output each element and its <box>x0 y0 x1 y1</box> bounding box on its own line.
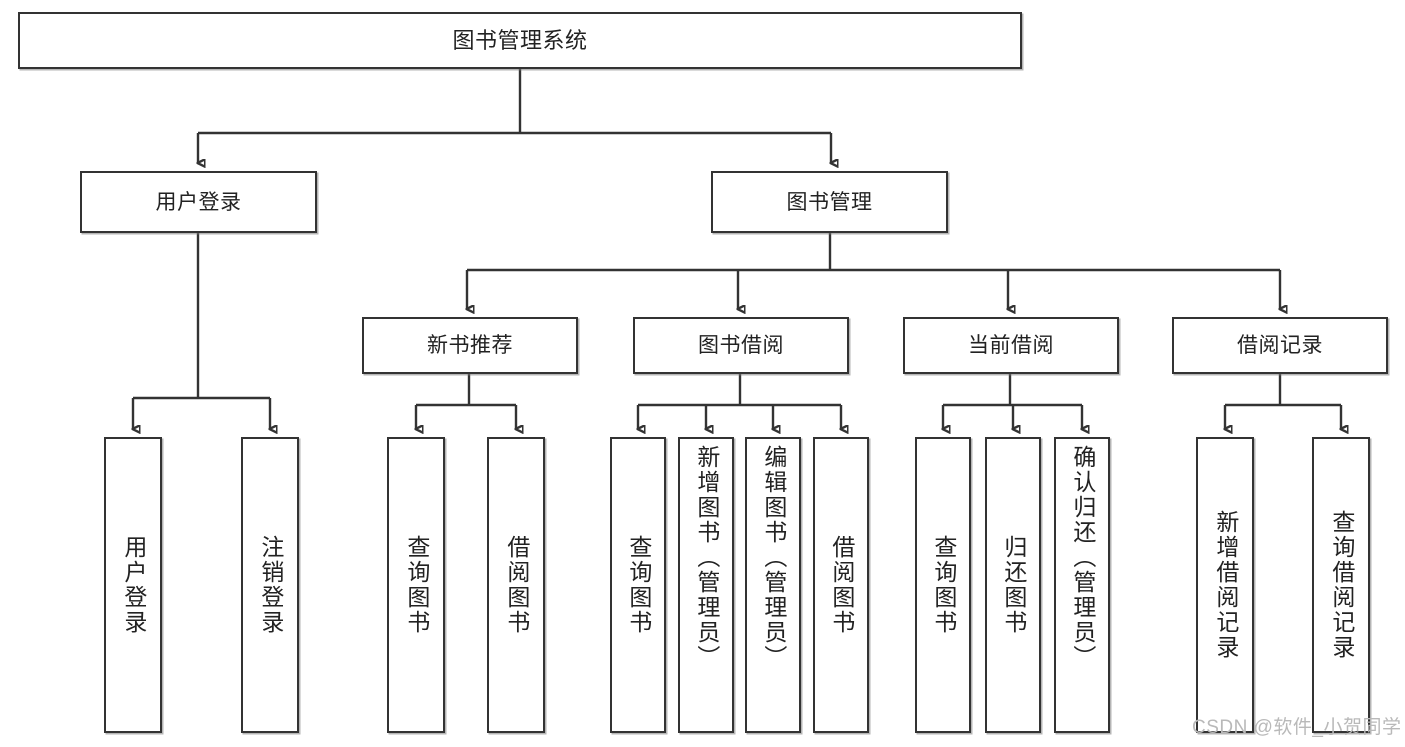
node-leaf-borrow-book[interactable]: 借阅图书 <box>813 437 869 733</box>
node-label-borrow-record: 借阅记录 <box>1237 334 1323 357</box>
node-leaf-query-book-borrow[interactable]: 查询图书 <box>610 437 666 733</box>
csdn-watermark: CSDN @软件_小贺同学 <box>1192 717 1402 738</box>
node-label-leaf-return-book: 归还图书 <box>1000 535 1027 635</box>
node-label-leaf-add-borrow-record: 新增借阅记录 <box>1212 510 1239 660</box>
node-label-leaf-logout: 注销登录 <box>257 535 284 635</box>
node-leaf-query-book-rec[interactable]: 查询图书 <box>387 437 445 733</box>
node-current-borrow[interactable]: 当前借阅 <box>903 317 1119 374</box>
node-label-leaf-edit-book-admin: 编辑图书（管理员） <box>760 445 787 670</box>
node-label-leaf-query-book-borrow: 查询图书 <box>625 535 652 635</box>
node-label-leaf-query-book-rec: 查询图书 <box>403 535 430 635</box>
node-leaf-user-login[interactable]: 用户登录 <box>104 437 162 733</box>
node-label-new-book-recommend: 新书推荐 <box>427 334 513 357</box>
node-leaf-edit-book-admin[interactable]: 编辑图书（管理员） <box>745 437 801 733</box>
node-label-root: 图书管理系统 <box>452 27 588 53</box>
node-label-leaf-confirm-return-admin: 确认归还（管理员） <box>1069 445 1096 670</box>
node-label-book-borrow: 图书借阅 <box>698 334 784 357</box>
node-user-login[interactable]: 用户登录 <box>80 171 317 233</box>
node-root-system[interactable]: 图书管理系统 <box>18 12 1022 69</box>
node-leaf-borrow-book-rec[interactable]: 借阅图书 <box>487 437 545 733</box>
node-label-current-borrow: 当前借阅 <box>968 334 1054 357</box>
node-leaf-return-book[interactable]: 归还图书 <box>985 437 1041 733</box>
node-borrow-record[interactable]: 借阅记录 <box>1172 317 1388 374</box>
node-label-user-login: 用户登录 <box>155 190 242 214</box>
node-label-book-management: 图书管理 <box>786 190 873 214</box>
node-label-leaf-user-login: 用户登录 <box>120 535 147 635</box>
node-label-leaf-borrow-book-rec: 借阅图书 <box>503 535 530 635</box>
node-leaf-query-borrow-record[interactable]: 查询借阅记录 <box>1312 437 1370 733</box>
node-label-leaf-borrow-book: 借阅图书 <box>828 535 855 635</box>
node-label-leaf-add-book-admin: 新增图书（管理员） <box>693 445 720 670</box>
node-new-book-recommend[interactable]: 新书推荐 <box>362 317 578 374</box>
node-label-leaf-query-book-current: 查询图书 <box>930 535 957 635</box>
node-leaf-confirm-return-admin[interactable]: 确认归还（管理员） <box>1054 437 1110 733</box>
node-book-management[interactable]: 图书管理 <box>711 171 948 233</box>
node-leaf-query-book-current[interactable]: 查询图书 <box>915 437 971 733</box>
node-book-borrow[interactable]: 图书借阅 <box>633 317 849 374</box>
node-leaf-add-book-admin[interactable]: 新增图书（管理员） <box>678 437 734 733</box>
node-leaf-add-borrow-record[interactable]: 新增借阅记录 <box>1196 437 1254 733</box>
node-label-leaf-query-borrow-record: 查询借阅记录 <box>1328 510 1355 660</box>
node-leaf-logout[interactable]: 注销登录 <box>241 437 299 733</box>
